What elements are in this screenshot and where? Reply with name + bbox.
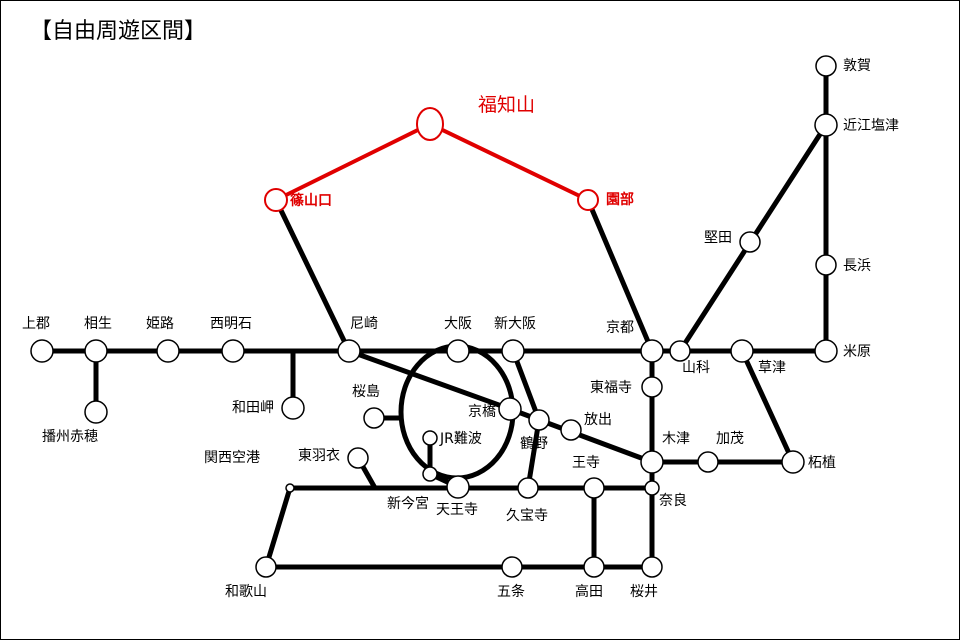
label-aioi: 相生 (84, 316, 112, 332)
station-banshu-ako[interactable] (84, 400, 108, 424)
station-kudara[interactable] (517, 477, 539, 499)
station-kusatsu[interactable] (730, 339, 754, 363)
station-shin-imamiya[interactable] (422, 466, 438, 482)
label-himeji: 姫路 (146, 316, 174, 332)
station-labels: 上郡 相生 姫路 西明石 播州赤穂 和田岬 尼崎 桜島 大阪 新大阪 京橋 JR… (22, 58, 899, 600)
label-fukuchiyama: 福知山 (478, 94, 535, 116)
label-tsuge: 柘植 (808, 455, 836, 471)
line-kusatsu (739, 348, 796, 465)
label-yamashina: 山科 (682, 360, 710, 376)
label-hanaten: 放出 (584, 412, 612, 428)
label-kansai-airport: 関西空港 (204, 450, 260, 466)
station-nara[interactable] (644, 480, 660, 496)
station-aioi[interactable] (84, 339, 108, 363)
station-yamashina[interactable] (669, 340, 691, 362)
fukuchiyama-line-group (274, 122, 590, 202)
station-fukuchiyama[interactable] (416, 107, 444, 141)
station-omi-shiotsu[interactable] (814, 113, 838, 137)
station-sasayamaguchi[interactable] (264, 188, 288, 212)
label-kyoto: 京都 (606, 320, 634, 336)
station-kamo[interactable] (697, 451, 719, 473)
station-hanaten[interactable] (560, 419, 582, 441)
label-kusatsu: 草津 (758, 360, 786, 376)
label-sakurai: 桜井 (630, 584, 658, 600)
station-kyoto[interactable] (640, 339, 664, 363)
label-shin-osaka: 新大阪 (494, 316, 536, 332)
label-banshu-ako: 播州赤穂 (42, 429, 98, 445)
station-tsuruhashi[interactable] (528, 409, 550, 431)
line-fukuchiyama-sasayamaguchi (274, 122, 432, 202)
label-shin-imamiya: 新今宮 (387, 496, 429, 512)
label-tennoji: 天王寺 (436, 502, 478, 518)
label-kyobashi: 京橋 (468, 404, 496, 420)
line-fukuchiyama-to-amagasaki (273, 197, 352, 354)
line-sagano (585, 197, 655, 354)
label-nara: 奈良 (659, 493, 687, 509)
label-gojo: 五条 (497, 583, 525, 600)
label-maibara: 米原 (843, 344, 871, 360)
station-tofukuji[interactable] (641, 376, 663, 398)
label-nagahama: 長浜 (843, 258, 871, 274)
station-wakayama[interactable] (255, 556, 277, 578)
osaka-loop-line (398, 343, 516, 481)
station-sakurajima[interactable] (363, 407, 385, 429)
line-fukuchiyama-sonobe (428, 122, 590, 202)
line-hanwa (263, 485, 293, 570)
label-jr-namba: JR難波 (439, 431, 482, 447)
label-nishiakashi: 西明石 (210, 316, 252, 332)
label-wadamisaki: 和田岬 (232, 400, 274, 416)
label-tsuruhashi: 鶴野 (520, 435, 548, 452)
station-tsuge[interactable] (781, 450, 805, 474)
station-nishiakashi[interactable] (221, 339, 245, 363)
line-tozai (346, 348, 513, 412)
stations (30, 55, 838, 578)
station-sonobe[interactable] (577, 189, 599, 211)
label-kamigori: 上郡 (22, 316, 50, 332)
line-osaka-higashi (510, 348, 542, 423)
label-tsuruga: 敦賀 (843, 58, 871, 74)
label-sasayamaguchi: 篠山口 (290, 192, 332, 209)
label-oji: 王寺 (572, 455, 600, 471)
station-himeji[interactable] (156, 339, 180, 363)
station-maibara[interactable] (814, 339, 838, 363)
station-osaka[interactable] (446, 339, 470, 363)
map-title: 【自由周遊区間】 (30, 19, 206, 44)
line-osaka-higashi-south (525, 417, 542, 491)
station-tennoji[interactable] (446, 475, 470, 499)
station-sakurai[interactable] (641, 556, 663, 578)
label-tofukuji: 東福寺 (590, 380, 632, 396)
label-osaka: 大阪 (444, 316, 472, 332)
label-higashi-hagoromo: 東羽衣 (298, 448, 340, 464)
station-gojo[interactable] (501, 556, 523, 578)
station-nagahama[interactable] (815, 254, 837, 276)
label-amagasaki: 尼崎 (350, 316, 378, 332)
station-katata[interactable] (739, 231, 761, 253)
label-kamo: 加茂 (716, 430, 744, 447)
station-higashi-hagoromo[interactable] (347, 447, 369, 469)
station-jr-namba[interactable] (422, 430, 438, 446)
station-tsuruga[interactable] (815, 55, 837, 77)
label-omi-shiotsu: 近江塩津 (843, 118, 899, 134)
station-kyobashi[interactable] (498, 397, 522, 421)
station-kizu[interactable] (640, 450, 664, 474)
label-kizu: 木津 (662, 431, 690, 447)
station-amagasaki[interactable] (337, 339, 361, 363)
station-oji[interactable] (583, 477, 605, 499)
label-wakayama: 和歌山 (225, 584, 267, 600)
station-shin-osaka[interactable] (501, 339, 525, 363)
label-sakurajima: 桜島 (352, 384, 380, 400)
label-sonobe: 園部 (606, 191, 634, 208)
label-kudara: 久宝寺 (506, 508, 548, 524)
label-takada: 高田 (575, 583, 603, 600)
station-wadamisaki[interactable] (281, 396, 305, 420)
junction-hineno (285, 483, 295, 493)
station-takada[interactable] (583, 556, 605, 578)
station-kamigori[interactable] (30, 339, 54, 363)
label-katata: 堅田 (704, 230, 732, 246)
